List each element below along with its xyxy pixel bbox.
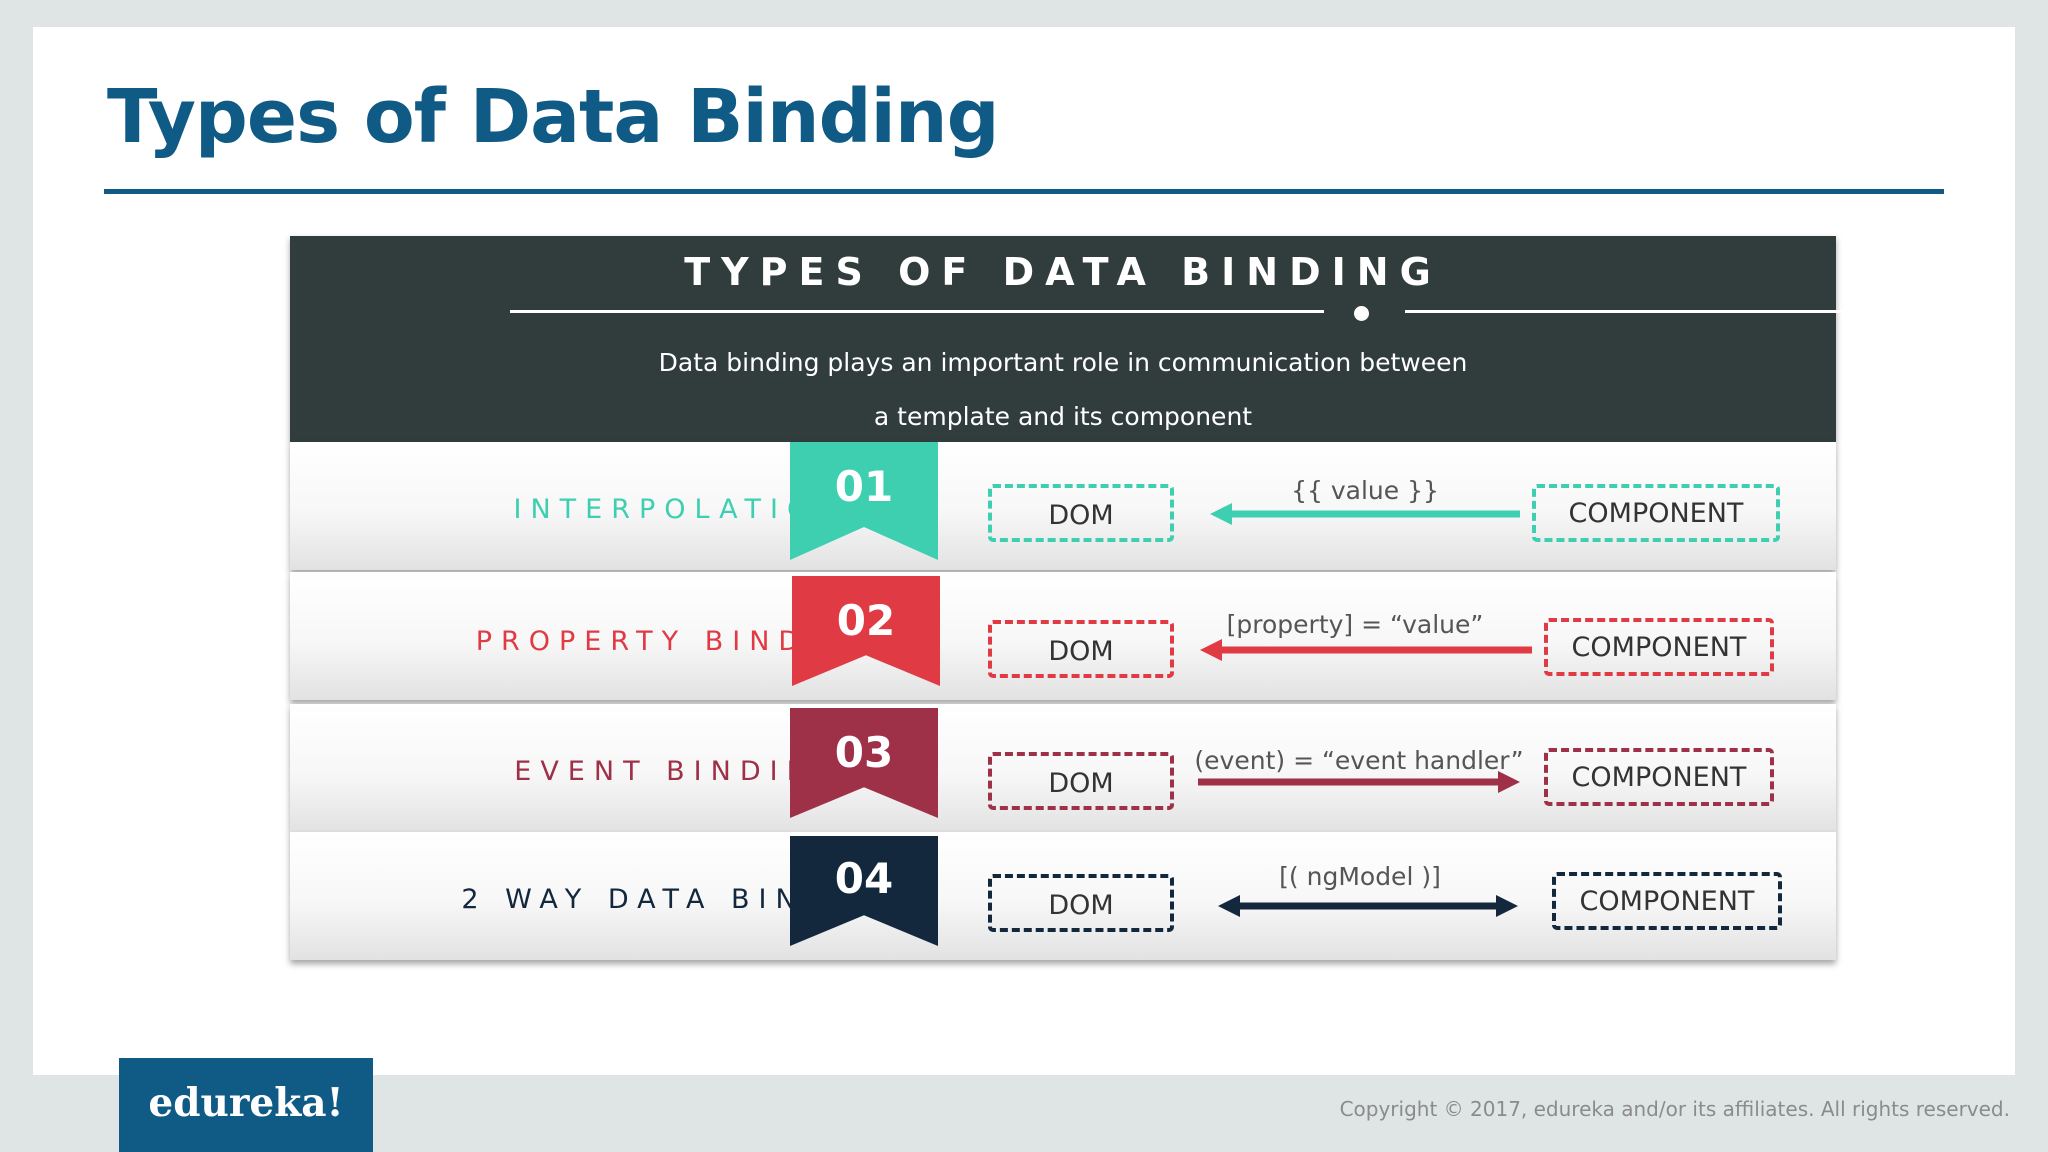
- heading-divider-dot: [1354, 306, 1369, 321]
- row-event-binding: [290, 704, 1836, 832]
- copyright-text: Copyright © 2017, edureka and/or its aff…: [1339, 1097, 2010, 1121]
- row-property-binding: [290, 572, 1836, 700]
- dom-box-two-way-binding: DOM: [988, 874, 1174, 932]
- ribbon-number-01: 01: [834, 462, 894, 511]
- arrow-head-right: [1498, 771, 1520, 793]
- component-box-interpolation: COMPONENT: [1532, 484, 1780, 542]
- panel-description-line-1: Data binding plays an important role in …: [658, 348, 1468, 377]
- arrow-dom-to-component-03: [1198, 771, 1520, 793]
- row-label-property-binding: PROPERTY BINDING: [475, 626, 885, 657]
- component-box-event-binding: COMPONENT: [1544, 748, 1774, 806]
- row-label-two-way-binding: 2 WAY DATA BINDING: [461, 884, 911, 915]
- title-underline: [104, 189, 1944, 194]
- arrow-head-left: [1200, 639, 1222, 661]
- binding-types-panel: TYPES OF DATA BINDING Data binding plays…: [290, 236, 1881, 970]
- page-title: Types of Data Binding: [107, 74, 1000, 160]
- arrow-head-left: [1218, 895, 1240, 917]
- row-two-way-binding: [290, 832, 1836, 960]
- syntax-property-binding: [property] = “value”: [1226, 610, 1484, 639]
- heading-divider-left: [510, 310, 1324, 313]
- logo-text: edureka!: [148, 1080, 344, 1126]
- syntax-interpolation: {{ value }}: [1291, 476, 1439, 505]
- ribbon-number-04: 04: [834, 854, 894, 903]
- panel-description-line-2: a template and its component: [873, 402, 1253, 431]
- arrow-bidirectional-04: [1218, 895, 1518, 917]
- arrow-component-to-dom-01: [1210, 503, 1520, 525]
- component-box-two-way-binding: COMPONENT: [1552, 872, 1782, 930]
- syntax-event-binding: (event) = “event handler”: [1194, 746, 1524, 775]
- dom-box-event-binding: DOM: [988, 752, 1174, 810]
- ribbon-02: 02: [792, 576, 940, 686]
- panel-description: Data binding plays an important role in …: [290, 336, 1836, 444]
- ribbon-03: 03: [790, 708, 938, 818]
- arrow-head-right: [1496, 895, 1518, 917]
- dom-box-interpolation: DOM: [988, 484, 1174, 542]
- panel-heading: TYPES OF DATA BINDING: [684, 250, 1442, 294]
- row-interpolation: [290, 442, 1836, 570]
- heading-divider-right: [1405, 310, 1881, 313]
- arrow-head-left: [1210, 503, 1232, 525]
- row-label-interpolation: INTERPOLATION: [513, 494, 847, 525]
- panel-header: TYPES OF DATA BINDING Data binding plays…: [290, 236, 1881, 444]
- dom-box-property-binding: DOM: [988, 620, 1174, 678]
- syntax-two-way-binding: [( ngModel )]: [1279, 862, 1441, 891]
- row-label-event-binding: EVENT BINDING: [514, 756, 846, 787]
- component-box-property-binding: COMPONENT: [1544, 618, 1774, 676]
- ribbon-number-02: 02: [836, 596, 896, 645]
- arrow-component-to-dom-02: [1200, 639, 1532, 661]
- edureka-logo: edureka!: [119, 1058, 373, 1152]
- ribbon-number-03: 03: [834, 728, 894, 777]
